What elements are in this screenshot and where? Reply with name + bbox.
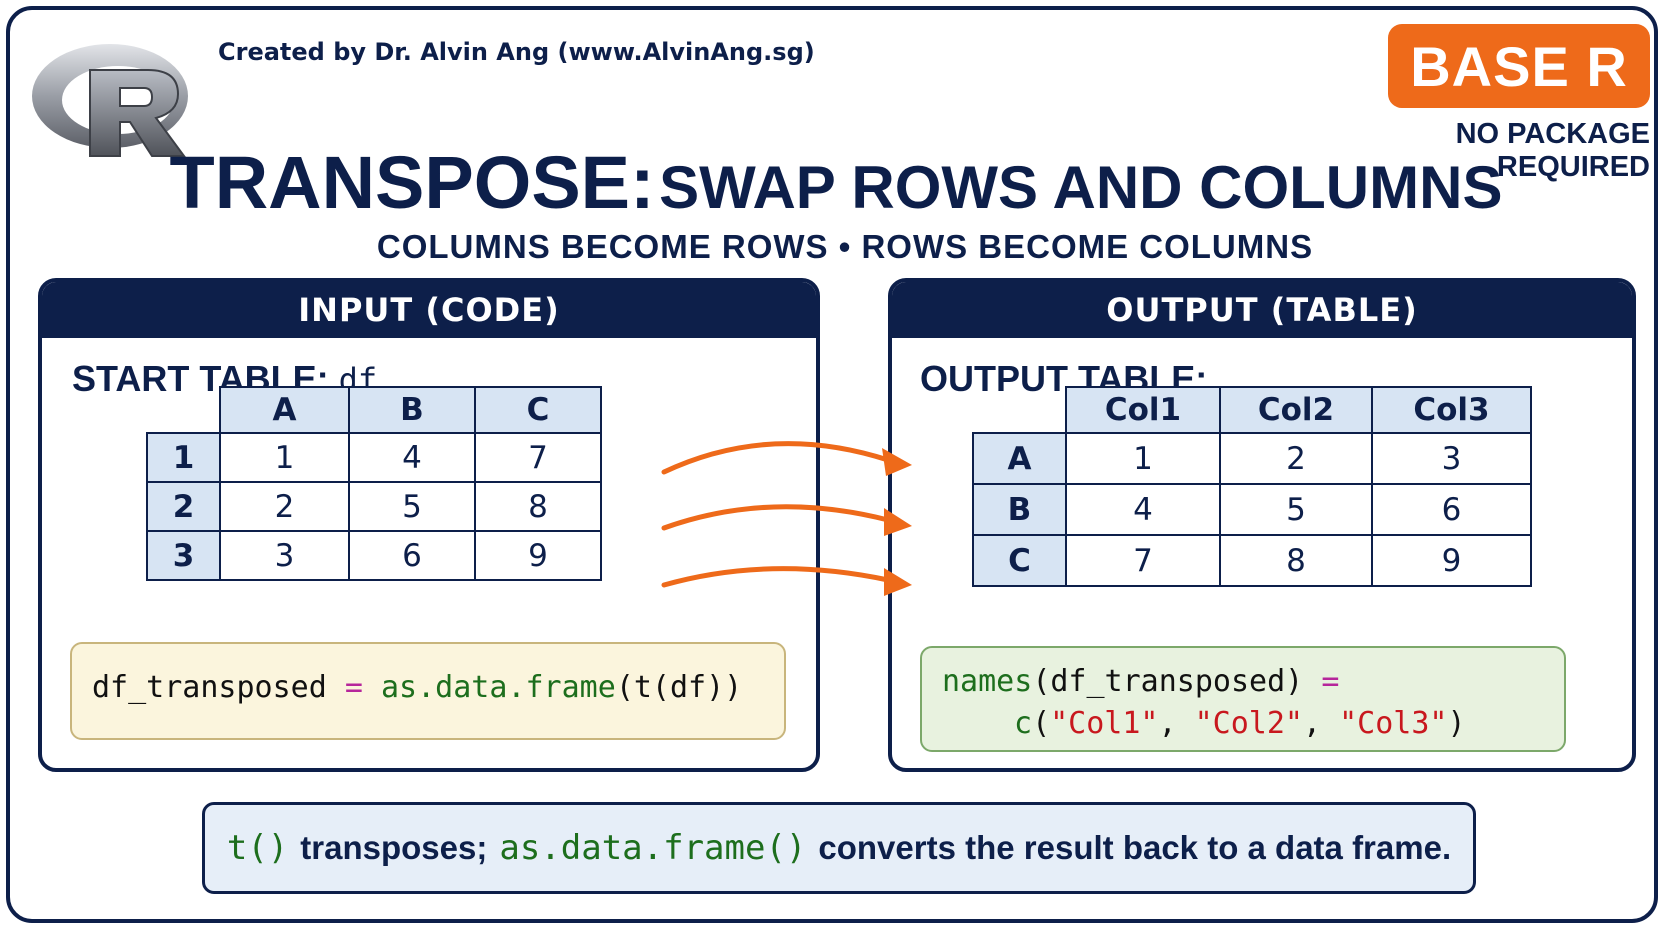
column-header: Col2 [1219,386,1373,434]
row-header: 3 [146,530,221,581]
author-credit: Created by Dr. Alvin Ang (www.AlvinAng.s… [218,38,815,66]
column-header: A [219,386,350,434]
table-cell: 9 [1371,534,1532,587]
table-row: 2 2 5 8 [146,481,602,532]
code-function: c [1014,706,1033,741]
arrow-icon [661,441,891,475]
table-cell: 2 [1219,432,1373,485]
code-function: as.data.frame [381,670,616,705]
code-comma: , [1158,706,1177,741]
note-text: converts the result back to a data frame… [818,829,1452,866]
code-string: "Col3" [1339,706,1448,741]
row-header: A [972,432,1067,485]
table-cell: 1 [219,432,350,483]
row-header: 1 [146,432,221,483]
table-cell: 6 [348,530,476,581]
column-header: Col3 [1371,386,1532,434]
table-cell: 9 [474,530,602,581]
arrow-icon [661,504,891,531]
table-cell: 4 [1065,483,1221,536]
table-corner [147,387,221,434]
note-code-t: t() [226,828,289,868]
code-function: names [942,664,1033,699]
arrowhead-icon [884,568,912,596]
r-logo-icon [32,44,188,157]
base-r-badge: BASE R [1388,24,1650,108]
input-table: A B C 1 1 4 7 2 2 5 8 3 3 6 9 [146,386,602,581]
code-comma: , [1303,706,1322,741]
column-header: C [474,386,602,434]
output-panel-title: OUTPUT (TABLE) [892,282,1632,338]
arrowhead-icon [882,448,912,476]
table-cell: 3 [1371,432,1532,485]
row-header: 2 [146,481,221,532]
column-header: B [348,386,476,434]
transpose-code-block: df_transposed = as.data.frame(t(df)) [70,642,786,740]
column-header: Col1 [1065,386,1221,434]
note-code-as-data-frame: as.data.frame() [499,828,807,868]
code-operator: = [1321,664,1340,699]
table-corner [973,387,1067,434]
rename-code-block: names(df_transposed) = c("Col1", "Col2",… [920,646,1566,752]
table-cell: 8 [1219,534,1373,587]
title-main: TRANSPOSE: [169,141,655,224]
code-string: "Col1" [1050,706,1159,741]
note-text: transposes; [300,829,488,866]
code-line: c("Col1", "Col2", "Col3") [1014,706,1466,741]
code-line: df_transposed = as.data.frame(t(df)) [92,670,742,705]
transpose-arrows [661,441,912,596]
table-cell: 3 [219,530,350,581]
row-header: B [972,483,1067,536]
table-row: B 4 5 6 [972,483,1532,536]
code-line: names(df_transposed) = [942,664,1339,699]
table-row: 3 3 6 9 [146,530,602,581]
table-row: 1 1 4 7 [146,432,602,483]
table-cell: 5 [348,481,476,532]
output-table: Col1 Col2 Col3 A 1 2 3 B 4 5 6 C 7 8 9 [972,386,1532,587]
table-cell: 5 [1219,483,1373,536]
table-cell: 2 [219,481,350,532]
explanation-note: t() transposes; as.data.frame() converts… [202,802,1476,894]
code-operator: = [344,670,363,705]
code-paren: ( [1032,706,1051,741]
input-panel-title: INPUT (CODE) [42,282,816,338]
arrow-icon [661,566,891,588]
table-cell: 7 [474,432,602,483]
table-cell: 8 [474,481,602,532]
title-rest: SWAP ROWS AND COLUMNS [659,154,1503,221]
table-row: A 1 2 3 [972,432,1532,485]
code-args: (t(df)) [615,670,743,705]
no-package-label: NO PACKAGE REQUIRED [1455,118,1650,183]
page-title: TRANSPOSE: SWAP ROWS AND COLUMNS [0,140,1672,225]
code-paren: ) [1447,706,1466,741]
table-cell: 1 [1065,432,1221,485]
code-string: "Col2" [1194,706,1303,741]
table-cell: 7 [1065,534,1221,587]
table-cell: 6 [1371,483,1532,536]
page-subtitle: COLUMNS BECOME ROWS • ROWS BECOME COLUMN… [376,228,1314,265]
code-args: (df_transposed) [1032,664,1304,699]
table-cell: 4 [348,432,476,483]
row-header: C [972,534,1067,587]
code-lhs: df_transposed [92,670,327,705]
table-row: C 7 8 9 [972,534,1532,587]
arrowhead-icon [884,508,912,536]
